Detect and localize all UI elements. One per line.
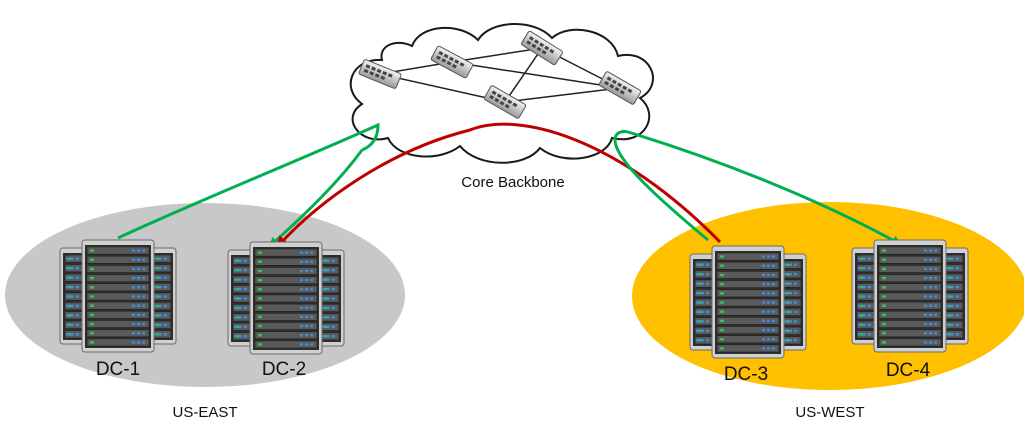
server-rack-icon [777, 253, 807, 351]
server-rack-icon [689, 253, 719, 351]
server-rack-icon [939, 247, 969, 345]
server-rack-icon [315, 249, 345, 347]
server-rack-icon [147, 247, 177, 345]
server-rack-icon [81, 239, 155, 353]
server-group-dc2 [227, 241, 345, 355]
server-group-dc4 [851, 239, 969, 353]
server-rack-icon [851, 247, 881, 345]
region-us-east-label: US-EAST [172, 404, 238, 421]
region-us-west-label: US-WEST [795, 404, 865, 421]
dc1-label: DC-1 [95, 359, 141, 380]
link-backbone-dc2 [268, 149, 364, 248]
server-group-dc1 [59, 239, 177, 353]
link-dc1-backbone [117, 122, 380, 240]
dc4-label: DC-4 [885, 360, 931, 381]
server-rack-icon [711, 245, 785, 359]
server-rack-icon [873, 239, 947, 353]
link-dc3-backbone [613, 130, 709, 242]
server-rack-icon [249, 241, 323, 355]
server-group-dc3 [689, 245, 807, 359]
link-backbone-dc4 [627, 130, 902, 246]
dc2-label: DC-2 [261, 359, 307, 380]
core-backbone-cloud [349, 23, 654, 164]
backbone-label: Core Backbone [461, 174, 565, 191]
server-rack-icon [227, 249, 257, 347]
links [117, 122, 902, 249]
dc3-label: DC-3 [723, 364, 769, 385]
